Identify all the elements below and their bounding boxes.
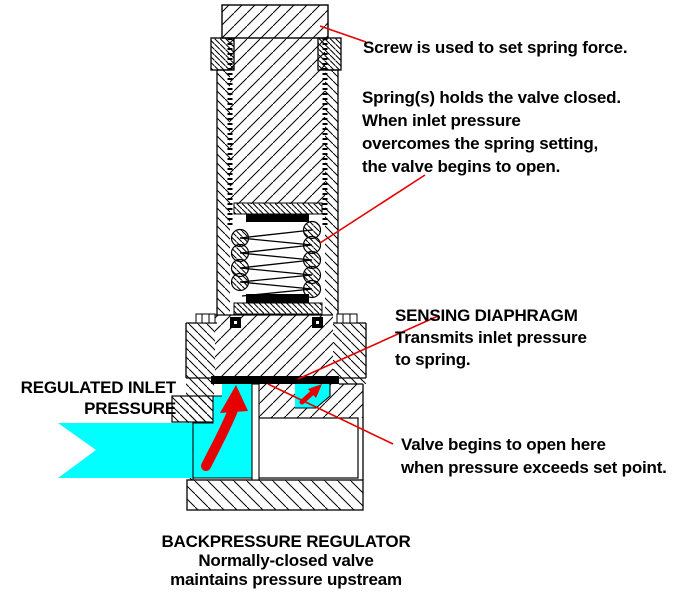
outlet-chamber — [257, 417, 359, 479]
annotation-screw: Screw is used to set spring force. — [363, 38, 628, 57]
adjusting-screw — [221, 4, 329, 226]
bonnet — [215, 69, 339, 316]
valve-stem — [251, 383, 260, 481]
spring — [230, 202, 323, 315]
leader-screw — [319, 25, 367, 43]
leader-diaphragm — [297, 315, 439, 380]
sensing-diaphragm-bar — [211, 376, 339, 384]
annotation-spring: Spring(s) holds the valve closed. When i… — [362, 88, 621, 176]
label-regulated-inlet-pressure: REGULATED INLET PRESSURE — [20, 378, 177, 418]
annotation-valve-open: Valve begins to open here when pressure … — [401, 435, 667, 477]
jam-nuts — [210, 37, 342, 71]
leader-spring — [319, 174, 426, 244]
stud-nuts — [230, 317, 323, 328]
annotation-sensing-diaphragm: SENSING DIAPHRAGM Transmits inlet pressu… — [395, 306, 587, 369]
spring-coil-lines — [239, 229, 313, 297]
flange-bolts — [195, 313, 358, 324]
pressure-arrow-up — [201, 385, 248, 471]
leader-valve-open — [267, 383, 394, 445]
diaphragm-housing — [185, 313, 367, 379]
caption-backpressure-regulator: BACKPRESSURE REGULATOR Normally-closed v… — [161, 532, 411, 589]
spring-coil-sections — [230, 220, 322, 299]
inlet-flow-arrow — [58, 423, 193, 478]
